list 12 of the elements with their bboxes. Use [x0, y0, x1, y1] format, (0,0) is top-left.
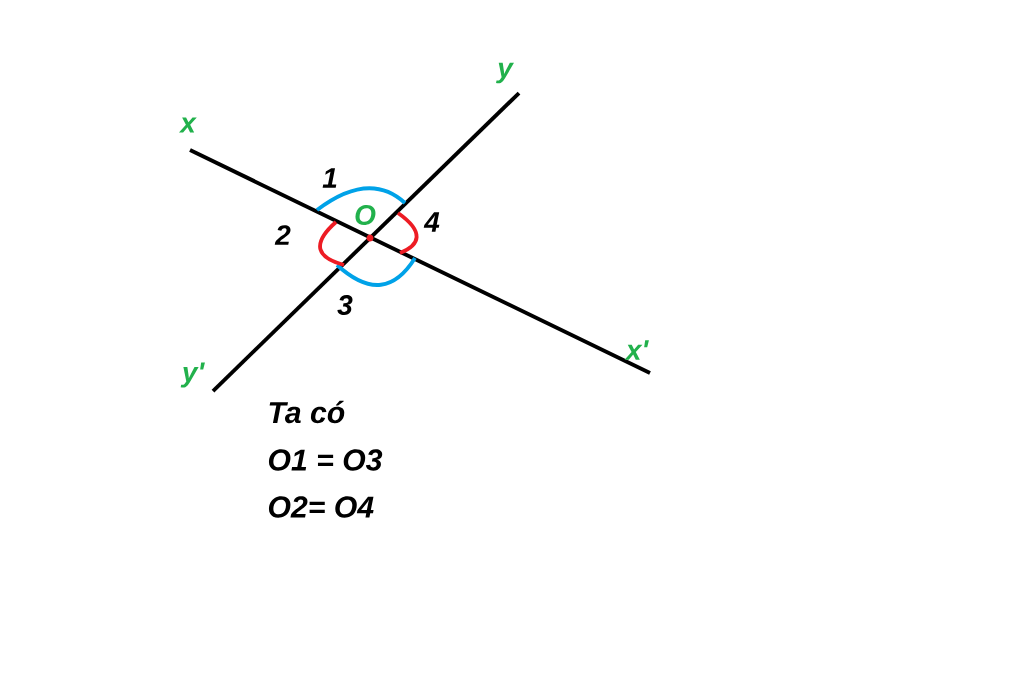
angle-number: 3	[337, 295, 353, 315]
point-label: x'	[624, 340, 649, 360]
equation-text: O2= O4	[268, 496, 374, 518]
point-label: y'	[180, 362, 205, 388]
point-label: O	[355, 205, 376, 225]
point-label: x	[178, 117, 197, 133]
angle-number: 2	[274, 225, 291, 245]
angle-number: 1	[322, 168, 337, 188]
note-text: Ta có	[269, 400, 345, 424]
point-label: y	[496, 62, 514, 84]
angle-number: 4	[423, 212, 440, 232]
equation-text: O1 = O3	[268, 449, 383, 471]
